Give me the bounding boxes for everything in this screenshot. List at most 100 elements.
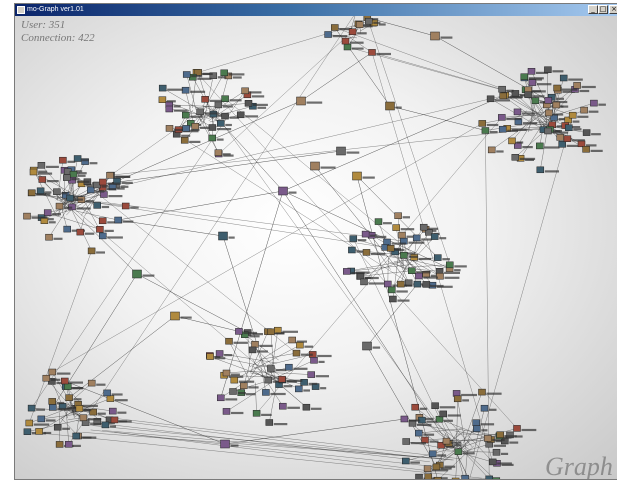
user-node[interactable] — [265, 419, 288, 426]
node-thumbnail[interactable] — [93, 202, 101, 209]
user-node[interactable] — [430, 31, 453, 41]
user-node[interactable] — [209, 72, 227, 79]
user-node[interactable] — [310, 357, 325, 364]
user-node[interactable] — [454, 448, 475, 455]
node-thumbnail[interactable] — [360, 278, 368, 286]
node-thumbnail[interactable] — [310, 357, 318, 364]
user-node[interactable] — [218, 231, 235, 241]
node-thumbnail[interactable] — [279, 402, 287, 410]
user-node[interactable] — [229, 388, 246, 395]
user-node[interactable] — [76, 228, 95, 236]
user-node[interactable] — [267, 328, 285, 336]
node-thumbnail[interactable] — [508, 137, 516, 145]
node-thumbnail[interactable] — [348, 246, 356, 254]
node-thumbnail[interactable] — [336, 146, 346, 156]
node-thumbnail[interactable] — [488, 458, 497, 466]
user-node[interactable] — [488, 458, 512, 466]
user-node[interactable] — [222, 369, 240, 377]
node-thumbnail[interactable] — [544, 97, 553, 104]
node-thumbnail[interactable] — [81, 158, 89, 165]
node-thumbnail[interactable] — [101, 421, 110, 429]
user-node[interactable] — [388, 286, 408, 294]
node-thumbnail[interactable] — [544, 127, 552, 135]
node-thumbnail[interactable] — [324, 31, 332, 38]
user-node[interactable] — [194, 69, 213, 76]
user-node[interactable] — [25, 419, 50, 427]
node-thumbnail[interactable] — [66, 194, 74, 202]
node-thumbnail[interactable] — [362, 341, 372, 351]
user-node[interactable] — [480, 404, 497, 412]
node-thumbnail[interactable] — [559, 74, 568, 82]
node-thumbnail[interactable] — [252, 410, 261, 417]
user-node[interactable] — [422, 281, 444, 288]
user-node[interactable] — [214, 149, 231, 156]
node-thumbnail[interactable] — [513, 425, 521, 432]
node-thumbnail[interactable] — [114, 216, 122, 224]
user-node[interactable] — [296, 96, 323, 106]
user-node[interactable] — [106, 172, 131, 179]
maximize-button[interactable]: □ — [598, 5, 608, 14]
node-thumbnail[interactable] — [37, 415, 46, 423]
node-thumbnail[interactable] — [536, 142, 544, 150]
user-node[interactable] — [508, 137, 524, 145]
user-node[interactable] — [389, 295, 410, 303]
user-node[interactable] — [472, 419, 495, 426]
node-thumbnail[interactable] — [251, 341, 259, 348]
user-node[interactable] — [182, 71, 203, 78]
node-thumbnail[interactable] — [288, 336, 296, 344]
node-thumbnail[interactable] — [528, 79, 537, 86]
user-node[interactable] — [87, 247, 105, 255]
node-thumbnail[interactable] — [590, 99, 598, 107]
user-node[interactable] — [222, 408, 244, 415]
user-node[interactable] — [544, 127, 569, 135]
user-node[interactable] — [527, 68, 549, 75]
user-node[interactable] — [28, 189, 51, 197]
node-thumbnail[interactable] — [431, 402, 439, 409]
user-node[interactable] — [29, 168, 53, 176]
user-node[interactable] — [165, 125, 189, 132]
node-thumbnail[interactable] — [225, 337, 233, 345]
node-thumbnail[interactable] — [388, 286, 396, 294]
user-node[interactable] — [492, 449, 509, 456]
user-node[interactable] — [415, 429, 435, 437]
node-thumbnail[interactable] — [436, 272, 444, 280]
node-thumbnail[interactable] — [165, 105, 174, 113]
user-node[interactable] — [428, 450, 447, 458]
user-node[interactable] — [419, 223, 439, 231]
user-node[interactable] — [590, 99, 606, 107]
user-node[interactable] — [79, 414, 102, 421]
node-thumbnail[interactable] — [348, 28, 357, 35]
node-thumbnail[interactable] — [524, 91, 532, 98]
node-thumbnail[interactable] — [486, 95, 495, 103]
user-node[interactable] — [368, 49, 392, 56]
user-node[interactable] — [72, 432, 92, 440]
node-thumbnail[interactable] — [265, 419, 274, 426]
node-thumbnail[interactable] — [89, 408, 97, 416]
node-thumbnail[interactable] — [374, 218, 383, 225]
node-thumbnail[interactable] — [240, 382, 248, 390]
user-node[interactable] — [506, 431, 523, 439]
user-node[interactable] — [386, 245, 405, 252]
user-node[interactable] — [170, 311, 192, 321]
node-thumbnail[interactable] — [430, 233, 439, 240]
user-node[interactable] — [336, 146, 360, 156]
node-thumbnail[interactable] — [53, 423, 62, 431]
node-thumbnail[interactable] — [368, 49, 376, 56]
user-node[interactable] — [43, 209, 61, 216]
user-node[interactable] — [196, 108, 219, 116]
node-thumbnail[interactable] — [55, 441, 64, 448]
node-thumbnail[interactable] — [492, 477, 501, 479]
node-thumbnail[interactable] — [278, 186, 288, 196]
user-node[interactable] — [473, 425, 488, 432]
user-node[interactable] — [397, 280, 413, 288]
user-node[interactable] — [96, 226, 114, 233]
user-node[interactable] — [262, 389, 286, 396]
user-node[interactable] — [511, 154, 536, 161]
user-node[interactable] — [23, 212, 48, 220]
user-node[interactable] — [302, 403, 322, 411]
user-node[interactable] — [103, 389, 123, 397]
node-thumbnail[interactable] — [424, 473, 433, 479]
node-thumbnail[interactable] — [513, 108, 522, 116]
node-thumbnail[interactable] — [236, 111, 245, 119]
user-node[interactable] — [73, 155, 89, 162]
